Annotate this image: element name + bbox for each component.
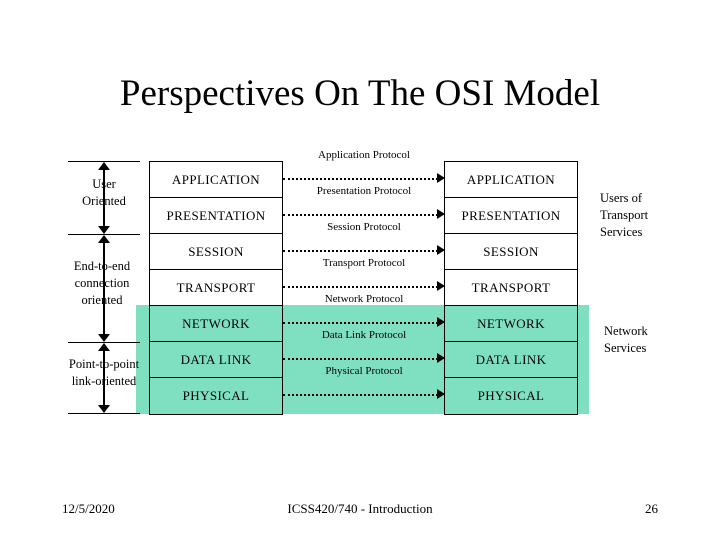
protocol-label-application: Application Protocol <box>318 149 410 161</box>
protocol-arrow-icon <box>437 389 445 399</box>
side-note-users-of-transport-services: Users of Transport Services <box>600 190 686 241</box>
protocol-line-presentation <box>283 214 438 216</box>
scope-label-line1: Point-to-point <box>68 357 140 371</box>
side-note-line3: Services <box>600 225 643 239</box>
protocol-label-presentation: Presentation Protocol <box>316 185 412 197</box>
protocol-arrow-icon <box>437 281 445 291</box>
protocol-label-network: Network Protocol <box>324 293 404 305</box>
protocol-arrow-icon <box>437 317 445 327</box>
scope-arrow-head-up-1 <box>98 162 110 170</box>
scope-arrow-shaft-1 <box>103 168 105 226</box>
protocol-connector-session: Session Protocol <box>283 221 445 269</box>
scope-arrow-head-up-2 <box>98 235 110 243</box>
protocol-label-transport: Transport Protocol <box>322 257 406 269</box>
right-layer-presentation[interactable]: PRESENTATION <box>445 198 577 234</box>
scope-arrow-head-up-3 <box>98 343 110 351</box>
scope-tick-top <box>68 161 140 162</box>
protocol-line-application <box>283 178 438 180</box>
osi-model-diagram: User Oriented End-to-end connection orie… <box>60 149 690 415</box>
protocol-label-data-link: Data Link Protocol <box>321 329 407 341</box>
side-note-line2: Services <box>604 341 647 355</box>
scope-arrow-head-down-3 <box>98 405 110 413</box>
left-layer-presentation[interactable]: PRESENTATION <box>150 198 282 234</box>
left-protocol-stack: APPLICATION PRESENTATION SESSION TRANSPO… <box>149 161 283 415</box>
footer-date: 12/5/2020 <box>62 501 115 516</box>
scope-label-line2: connection <box>74 276 130 290</box>
protocol-connector-network: Network Protocol <box>283 293 445 341</box>
left-layer-session[interactable]: SESSION <box>150 234 282 270</box>
side-note-line2: Transport <box>600 208 649 222</box>
scope-label-point-to-point: Point-to-point link-oriented <box>60 356 148 390</box>
left-layer-physical[interactable]: PHYSICAL <box>150 378 282 414</box>
side-note-line1: Network <box>604 324 648 338</box>
left-layer-network[interactable]: NETWORK <box>150 306 282 342</box>
page-title: Perspectives On The OSI Model <box>119 73 601 114</box>
scope-label-line3: oriented <box>81 293 123 307</box>
scope-label-line1: End-to-end <box>73 259 131 273</box>
scope-arrow-head-down-1 <box>98 226 110 234</box>
slide-footer: 12/5/2020 ICSS420/740 - Introduction 26 <box>0 500 720 522</box>
footer-page-number: 26 <box>645 501 658 516</box>
scope-label-line2: link-oriented <box>71 374 137 388</box>
protocol-line-physical <box>283 394 438 396</box>
protocol-arrow-icon <box>437 209 445 219</box>
left-layer-transport[interactable]: TRANSPORT <box>150 270 282 306</box>
scope-tick-lower-mid <box>68 342 140 343</box>
protocol-line-network <box>283 322 438 324</box>
side-note-network-services: Network Services <box>604 323 690 357</box>
protocol-connector-presentation: Presentation Protocol <box>283 185 445 233</box>
protocol-arrow-icon <box>437 353 445 363</box>
scope-label-end-to-end: End-to-end connection oriented <box>62 258 142 309</box>
scope-label-user-oriented: User Oriented <box>64 176 144 210</box>
right-layer-physical[interactable]: PHYSICAL <box>445 378 577 414</box>
protocol-label-physical: Physical Protocol <box>325 365 403 377</box>
protocol-label-session: Session Protocol <box>327 221 401 233</box>
right-layer-data-link[interactable]: DATA LINK <box>445 342 577 378</box>
side-note-line1: Users of <box>600 191 643 205</box>
protocol-arrow-icon <box>437 245 445 255</box>
scope-tick-bottom <box>68 413 140 414</box>
scope-label-line1: User <box>92 177 116 191</box>
protocol-connector-transport: Transport Protocol <box>283 257 445 305</box>
protocol-connector-data-link: Data Link Protocol <box>283 329 445 377</box>
right-layer-session[interactable]: SESSION <box>445 234 577 270</box>
scope-tick-upper-mid <box>68 234 140 235</box>
protocol-line-session <box>283 250 438 252</box>
protocol-connector-application: Application Protocol <box>283 149 445 197</box>
left-layer-application[interactable]: APPLICATION <box>150 162 282 198</box>
left-layer-data-link[interactable]: DATA LINK <box>150 342 282 378</box>
protocol-connector-physical: Physical Protocol <box>283 365 445 413</box>
protocol-line-data-link <box>283 358 438 360</box>
right-layer-application[interactable]: APPLICATION <box>445 162 577 198</box>
right-protocol-stack: APPLICATION PRESENTATION SESSION TRANSPO… <box>444 161 578 415</box>
right-layer-transport[interactable]: TRANSPORT <box>445 270 577 306</box>
scope-arrow-shaft-2 <box>103 241 105 334</box>
protocol-arrow-icon <box>437 173 445 183</box>
protocol-line-transport <box>283 286 438 288</box>
right-layer-network[interactable]: NETWORK <box>445 306 577 342</box>
footer-course-title: ICSS420/740 - Introduction <box>287 501 433 516</box>
scope-arrow-head-down-2 <box>98 334 110 342</box>
scope-label-line2: Oriented <box>82 194 126 208</box>
scope-arrow-shaft-3 <box>103 349 105 405</box>
